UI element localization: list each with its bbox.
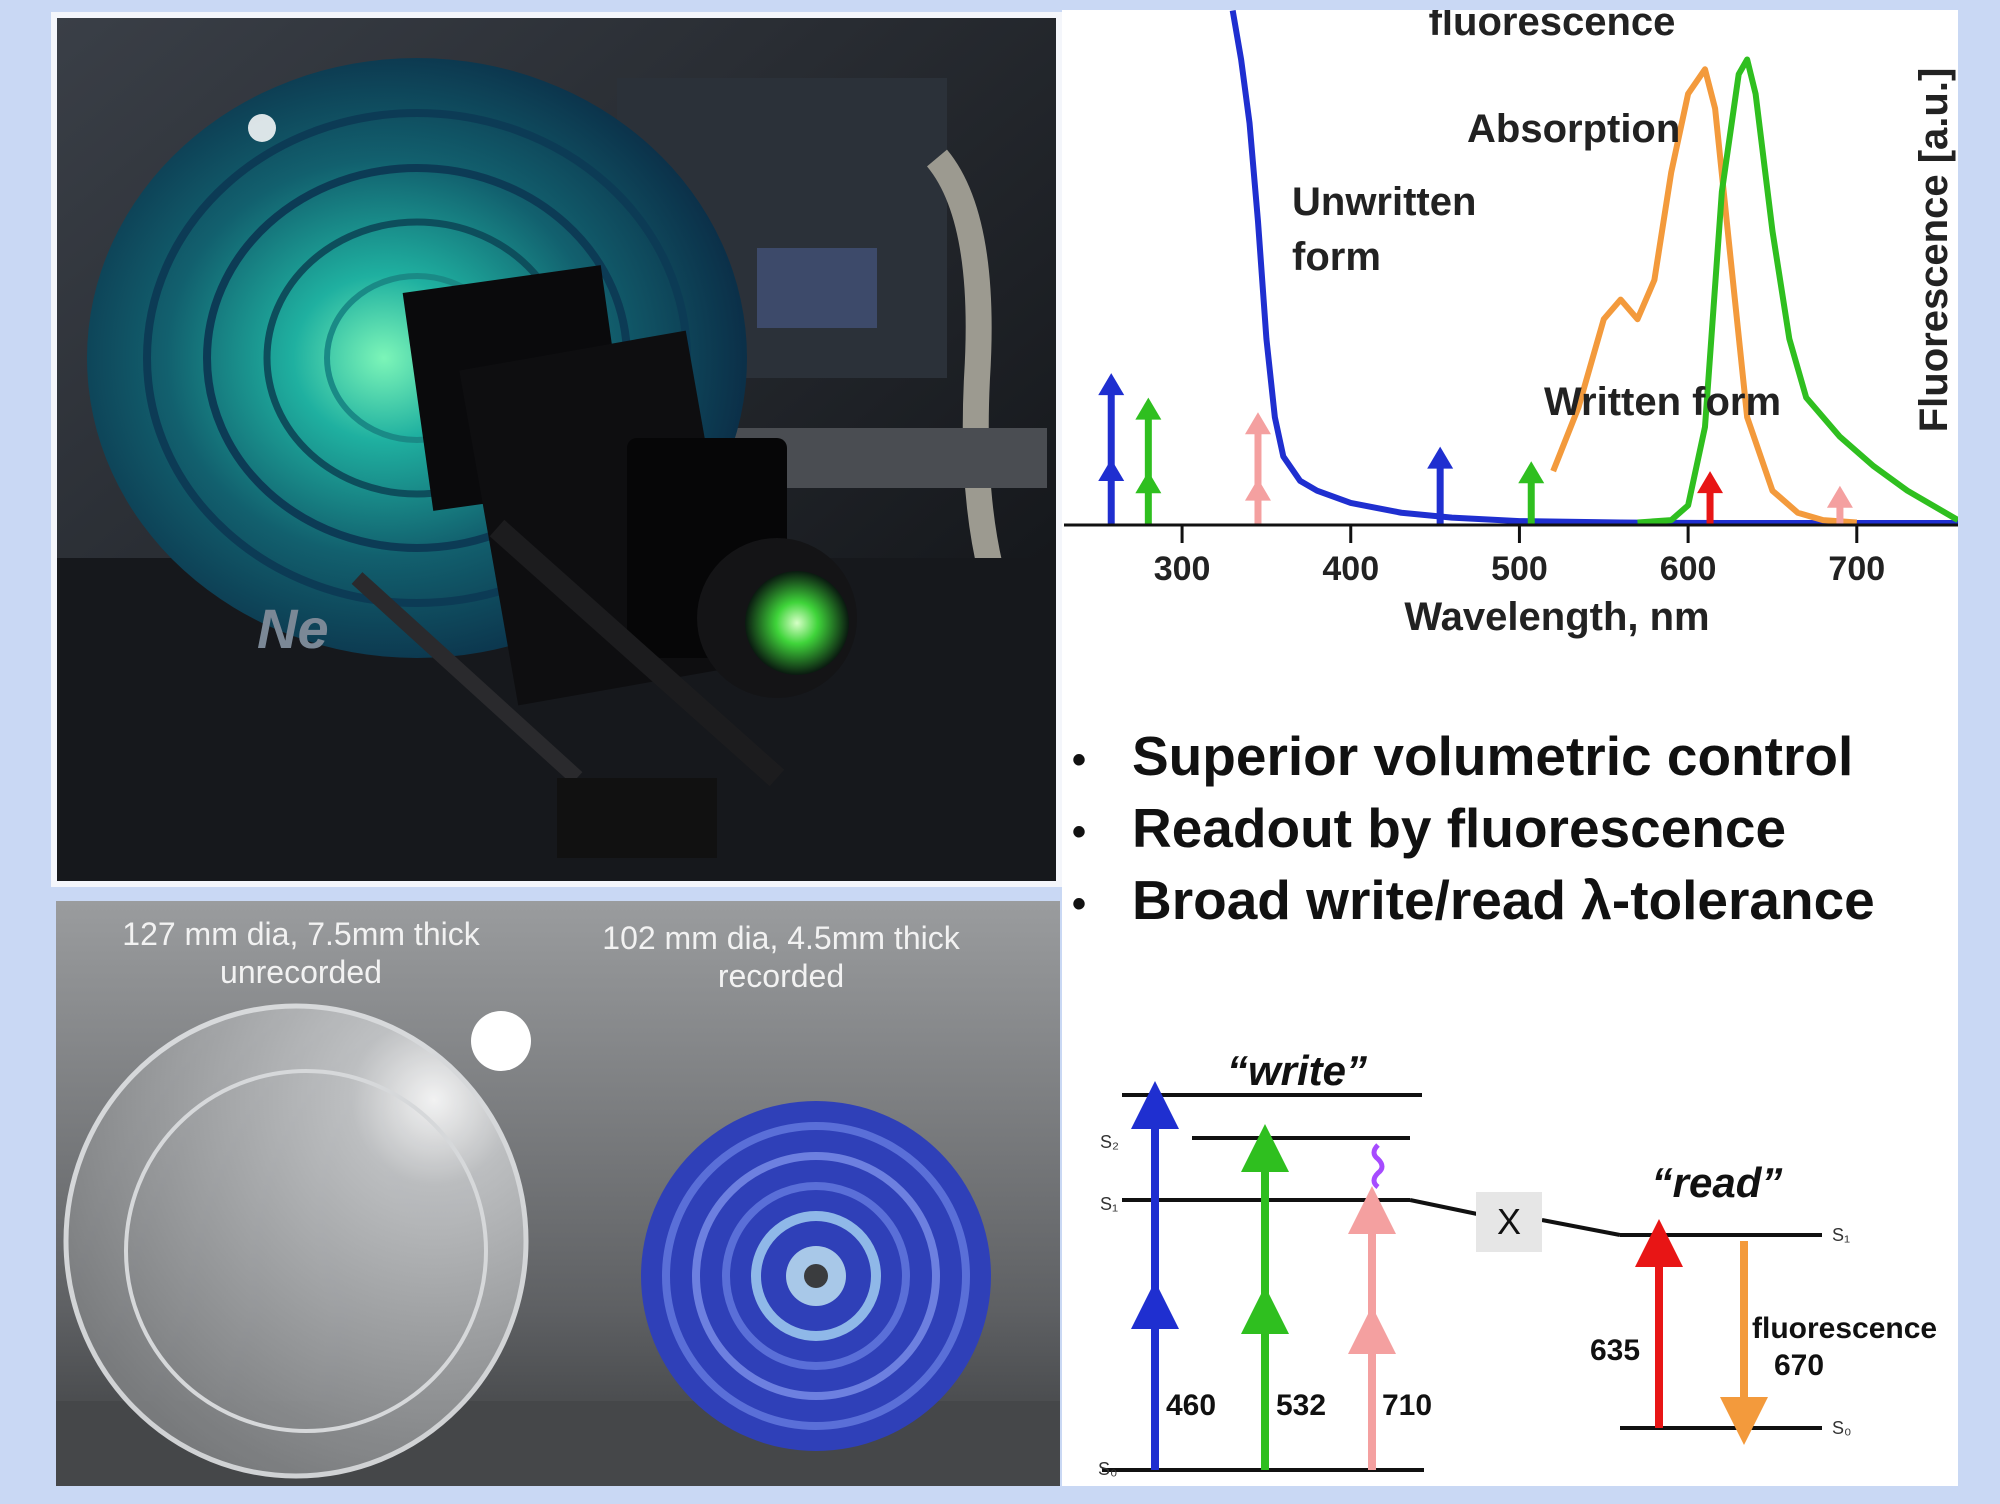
x-tick-label: 700 — [1828, 550, 1885, 588]
x-axis-label: Wavelength, nm — [1404, 595, 1709, 639]
unrecorded-caption-line1: 127 mm dia, 7.5mm thick — [122, 916, 480, 952]
bullet-marker: • — [1072, 882, 1087, 927]
x-tick-label: 500 — [1491, 550, 1548, 588]
read-s1-level-label: S₁ — [1832, 1225, 1850, 1245]
energy-level-diagram-panel: “write” “read” S₂ S₁ S₀ S₁ S₀ X 460 532 … — [1062, 935, 1958, 1486]
x-tick-label: 300 — [1154, 550, 1211, 588]
fluorescence-wavelength-label: fluorescence — [1752, 1312, 1937, 1345]
excitation-arrow — [1697, 471, 1724, 525]
disc-reader-illustration: Ne — [57, 18, 1056, 881]
relaxation-wiggle — [1371, 1143, 1385, 1189]
excitation-arrow — [1518, 461, 1545, 525]
recorded-caption-line1: 102 mm dia, 4.5mm thick — [602, 920, 960, 956]
read-label: “read” — [1652, 1159, 1783, 1206]
unrecorded-disc — [63, 1003, 531, 1479]
y-axis-label: Fluorescence [a.u.] — [1912, 68, 1956, 433]
s1-level-label: S₁ — [1100, 1194, 1118, 1214]
excitation-arrow — [1244, 412, 1271, 525]
bullet-marker: • — [1072, 738, 1087, 783]
unrecorded-caption-line2: unrecorded — [220, 954, 382, 990]
energy-level-diagram: “write” “read” S₂ S₁ S₀ S₁ S₀ X 460 532 … — [1098, 1047, 1937, 1479]
feature-item: • Superior volumetric control — [1072, 720, 1952, 792]
feature-text: Readout by fluorescence — [1132, 797, 1787, 859]
s0-level-label: S₀ — [1098, 1459, 1117, 1479]
wavelength-710-label: 710 — [1382, 1389, 1432, 1422]
read-s0-level-label: S₀ — [1832, 1418, 1851, 1438]
crossing-box — [1476, 1192, 1542, 1252]
x-tick-label: 600 — [1660, 550, 1717, 588]
recorded-disc — [641, 1101, 991, 1451]
disc-comparison-photo: 127 mm dia, 7.5mm thick unrecorded 102 m… — [56, 901, 1060, 1486]
excitation-arrow — [1427, 446, 1454, 525]
x-tick-label: 400 — [1322, 550, 1379, 588]
excitation-arrow — [1098, 373, 1125, 525]
fluorescence-label: fluorescence — [1429, 10, 1676, 44]
wavelength-460-label: 460 — [1166, 1389, 1216, 1422]
written-form-label: Written form — [1544, 380, 1781, 424]
feature-item: • Broad write/read λ-tolerance — [1072, 864, 1952, 936]
lens-mount — [351, 265, 857, 858]
brand-text: Ne — [257, 597, 329, 660]
absorption-label: Absorption — [1467, 107, 1680, 151]
wavelength-532-label: 532 — [1276, 1389, 1326, 1422]
spectrum-series-line-1 — [1550, 66, 1858, 526]
fluorescence-wavelength-value: 670 — [1774, 1349, 1824, 1382]
feature-text: Superior volumetric control — [1132, 725, 1854, 787]
excitation-arrow — [1135, 397, 1162, 525]
s2-level-label: S₂ — [1100, 1132, 1119, 1152]
wavelength-635-label: 635 — [1590, 1334, 1640, 1367]
crossing-connector-left — [1409, 1198, 1483, 1217]
spectrum-series-line-2 — [1637, 56, 1958, 526]
feature-item: • Readout by fluorescence — [1072, 792, 1952, 864]
unwritten-label-line2: form — [1292, 235, 1381, 279]
unwritten-label-line1: Unwritten — [1292, 180, 1476, 224]
recorded-caption-line2: recorded — [718, 958, 844, 994]
feature-text: Broad write/read λ-tolerance — [1132, 869, 1875, 931]
write-label: “write” — [1227, 1047, 1367, 1094]
bullet-marker: • — [1072, 810, 1087, 855]
feature-list: • Superior volumetric control • Readout by… — [1072, 720, 1952, 936]
disc-comparison-illustration: 127 mm dia, 7.5mm thick unrecorded 102 m… — [56, 901, 1060, 1486]
crossing-label: X — [1497, 1201, 1521, 1242]
disc-reader-photo: Ne — [51, 12, 1062, 887]
excitation-arrow — [1826, 485, 1853, 525]
crossing-connector-right — [1541, 1218, 1621, 1237]
